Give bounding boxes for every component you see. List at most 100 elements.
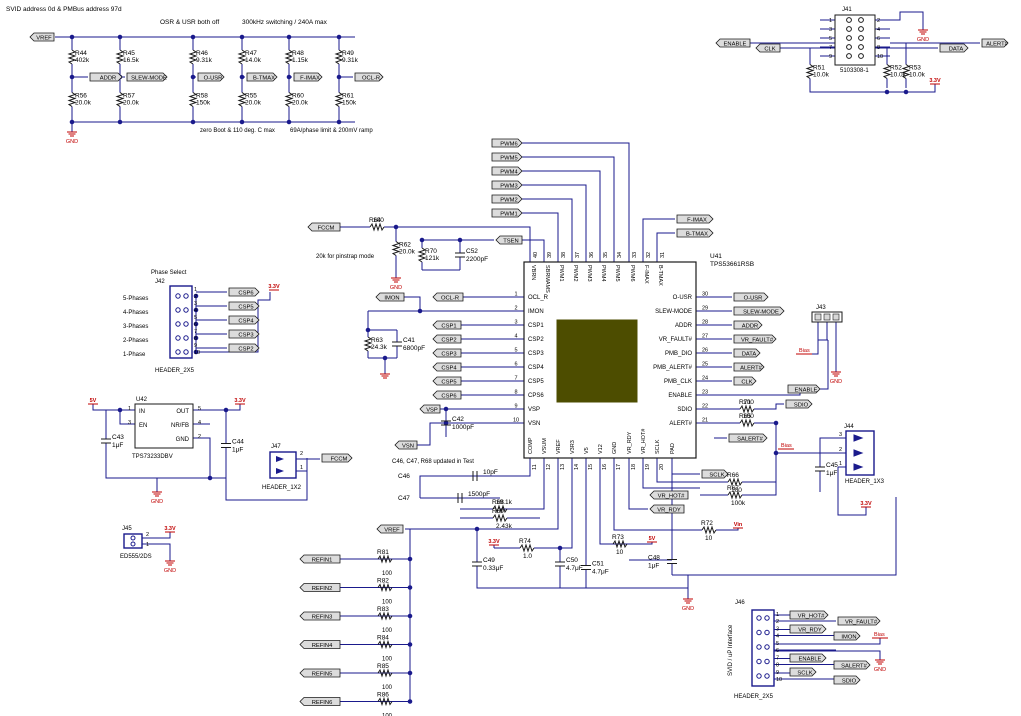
resistor bbox=[391, 241, 401, 256]
net-flag-left bbox=[432, 334, 462, 344]
net-label: SALERT# bbox=[737, 436, 763, 442]
net-label: ALERT# bbox=[986, 41, 1009, 47]
resistor-value: 150k bbox=[196, 100, 211, 107]
ic-pin-number: 20 bbox=[659, 464, 665, 470]
connector-j41 bbox=[834, 14, 876, 66]
net-flag-right bbox=[981, 38, 1009, 48]
net-flag-left bbox=[376, 524, 404, 534]
capacitor-ref: C44 bbox=[232, 439, 244, 446]
ic-pin-name: VSP bbox=[528, 407, 540, 413]
resistor-value: 20.0k bbox=[245, 100, 262, 107]
pin-number: 6 bbox=[776, 648, 779, 654]
net-label: VR_RDY bbox=[657, 507, 681, 513]
capacitor-ref: C48 bbox=[648, 555, 660, 562]
ground-label: GND bbox=[164, 568, 176, 574]
net-flag-left bbox=[299, 554, 341, 564]
ldo-pin-label: EN bbox=[139, 423, 147, 429]
pin-number: 3 bbox=[839, 432, 842, 438]
pin-number: 3 bbox=[128, 420, 131, 426]
resistor bbox=[377, 554, 393, 564]
resistor bbox=[67, 92, 77, 107]
net-flag-right bbox=[228, 329, 260, 339]
net-label: VR_HOT# bbox=[798, 613, 826, 619]
ic-pin-name: OCL_R bbox=[528, 295, 549, 301]
wire bbox=[142, 532, 171, 539]
wire bbox=[522, 142, 630, 262]
net-label: VR_FAULT# bbox=[845, 619, 878, 625]
resistor-value: 100 bbox=[373, 217, 384, 224]
resistor-value: 100 bbox=[382, 628, 393, 634]
net-label: CSP5 bbox=[238, 304, 253, 310]
net-flag-right bbox=[676, 214, 714, 224]
note-svid-interface: SVID / uP Interface bbox=[728, 624, 734, 676]
net-label: PWM1 bbox=[500, 211, 517, 217]
net-label: CSP6 bbox=[441, 393, 456, 399]
pin-number: 2 bbox=[839, 447, 842, 453]
junction-dot bbox=[773, 420, 779, 426]
pin-number: 4 bbox=[877, 27, 880, 33]
ic-pin-number: 27 bbox=[702, 334, 708, 340]
resistor bbox=[377, 639, 393, 650]
resistor-ref: R57 bbox=[123, 93, 135, 100]
ic-pin-number: 6 bbox=[514, 362, 517, 368]
ic-pin-number: 15 bbox=[588, 464, 594, 470]
net-label: O-USR bbox=[744, 295, 763, 301]
resistor-ref: R51 bbox=[813, 65, 825, 72]
connector-pin bbox=[175, 307, 181, 313]
connector-pin bbox=[853, 463, 864, 471]
power-rail-label: 5V bbox=[90, 398, 97, 404]
resistor bbox=[739, 404, 755, 414]
resistor bbox=[739, 418, 755, 428]
resistor bbox=[727, 477, 743, 487]
net-flag-right bbox=[789, 653, 827, 663]
connector-ref: J43 bbox=[816, 305, 826, 311]
ground-label: GND bbox=[874, 667, 886, 673]
net-label: ALERT# bbox=[740, 365, 763, 371]
ic-pin-name: SDIO bbox=[677, 407, 692, 413]
junction-dot bbox=[223, 407, 229, 413]
resistor-ref: R85 bbox=[377, 663, 389, 670]
pin-number: 1 bbox=[776, 612, 779, 618]
pin-number: 1 bbox=[194, 287, 197, 293]
capacitor-value: 1000pF bbox=[452, 424, 474, 431]
net-label: CSP1 bbox=[441, 323, 456, 329]
net-flag-right bbox=[733, 334, 777, 344]
ic-pin-number: 10 bbox=[513, 418, 519, 424]
net-label: ADDR bbox=[100, 75, 116, 81]
power-rail-label: Bias bbox=[874, 632, 885, 638]
ic-pin-name: PWM4 bbox=[600, 265, 606, 282]
net-flag-right bbox=[89, 72, 123, 82]
ic-pin-number: 39 bbox=[547, 252, 553, 258]
resistor bbox=[882, 64, 892, 79]
net-label: VSP bbox=[426, 407, 438, 413]
ic-pin-number: 38 bbox=[561, 252, 567, 258]
resistor-ref: R84 bbox=[377, 635, 389, 642]
net-label: FCCM bbox=[331, 456, 348, 462]
net-label: VR_FAULT# bbox=[741, 337, 774, 343]
ic-pin-name: VBRN bbox=[530, 265, 536, 280]
net-flag-right bbox=[354, 72, 384, 82]
ic-pin-number: 31 bbox=[660, 252, 666, 258]
net-label: VREF bbox=[36, 35, 52, 41]
capacitor-ref: C52 bbox=[466, 248, 478, 255]
net-flag-right bbox=[939, 43, 969, 53]
capacitor-ref: C46 bbox=[398, 473, 410, 480]
resistor-ref: R67 bbox=[727, 485, 739, 492]
net-flag-left bbox=[432, 390, 462, 400]
ic-pin-number: 1 bbox=[514, 292, 517, 298]
resistor-value: 10.0k bbox=[813, 72, 830, 79]
net-flag-left bbox=[649, 504, 685, 514]
power-rail-label: 3.3V bbox=[488, 539, 500, 545]
ic-pin-number: 11 bbox=[532, 464, 538, 470]
ic-pin-number: 12 bbox=[546, 464, 552, 470]
resistor-ref: R61 bbox=[342, 93, 354, 100]
wire bbox=[656, 472, 700, 483]
net-label: B-TMAX bbox=[253, 75, 275, 81]
pin-number: 9 bbox=[829, 54, 832, 60]
pin-number: 4 bbox=[194, 308, 197, 314]
resistor bbox=[492, 504, 508, 514]
connector-ref: J44 bbox=[844, 424, 854, 430]
power-rail-label: 3.3V bbox=[929, 78, 941, 84]
net-flag-right bbox=[126, 72, 168, 82]
resistor-value: 100 bbox=[382, 600, 393, 606]
